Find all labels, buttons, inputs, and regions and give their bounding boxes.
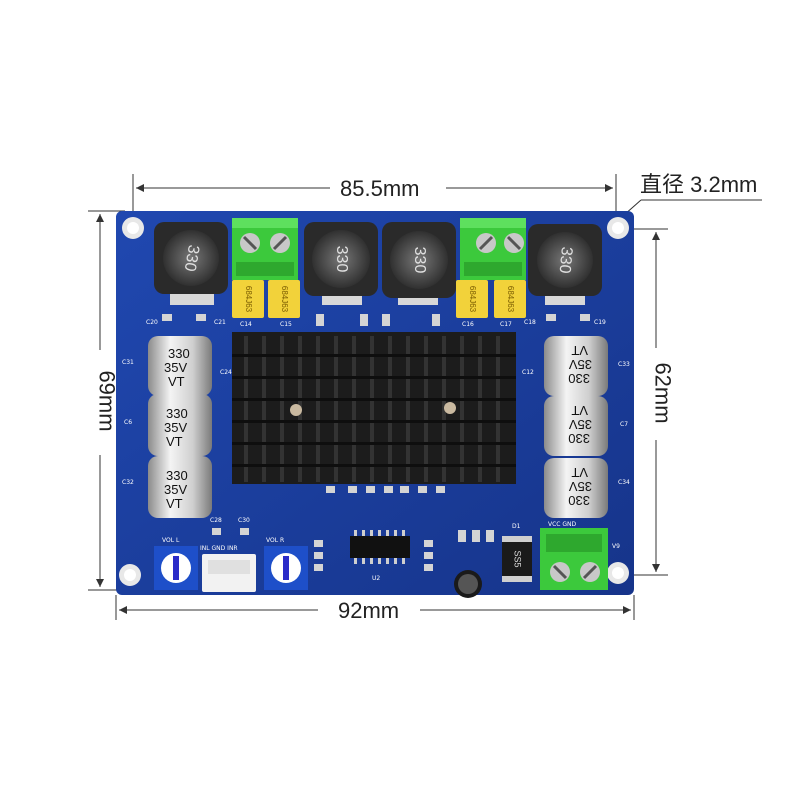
silk-c20: C20 [146,319,158,326]
silk-c15: C15 [280,321,292,328]
mounting-holes [119,217,629,586]
terminal-power: VCC GND V9 [540,521,620,590]
inductor-3: 330 [382,222,456,305]
film-cap-4-label: 684J63 [506,286,515,313]
cap-right-3-l1: 330 [568,493,590,508]
film-capacitors: 684J63 684J63 684J63 684J63 [232,280,526,318]
cap-right-1-l1: 330 [568,371,590,386]
silk-c14: C14 [240,321,252,328]
inductor-4: 330 [528,224,602,305]
cap-left-3-l2: 35V [164,482,187,497]
v9-label: V9 [612,543,620,550]
left-height-label: 69mm [94,370,120,432]
silk-c18: C18 [524,319,536,326]
silkscreen-labels: C20 C21 C14 C15 C31 C6 C32 C24 C28 C30 C… [122,319,630,524]
silk-c16: C16 [462,321,474,328]
right-height-label: 62mm [650,362,676,424]
vol-l-label: VOL L [162,537,180,544]
silk-c34: C34 [618,479,630,486]
smd-components-middle [212,486,494,571]
cap-left-1-l1: 330 [168,346,190,361]
cap-left-3-l3: VT [166,496,183,511]
diode: SS5 D1 [502,523,532,582]
cap-left-2-l2: 35V [164,420,187,435]
input-label: INL GND INR [200,545,238,552]
cap-right-1-l2: 35V [569,357,592,372]
electrolytic-caps-right: 330 35V VT 330 35V VT 330 35V VT [544,336,608,518]
inductor-4-label: 330 [556,246,575,274]
cap-left-2-l1: 330 [166,406,188,421]
cap-right-1-l3: VT [571,343,588,358]
diode-marking: SS5 [513,550,523,567]
small-capacitor [454,570,482,598]
dimension-arrows [96,184,660,614]
electrolytic-caps-left: 330 35V VT 330 35V VT 330 35V VT [148,336,212,518]
film-cap-2-label: 684J63 [280,286,289,313]
bottom-width-label: 92mm [338,598,400,623]
silk-c7: C7 [620,421,628,428]
smd-components-top [162,314,590,326]
silk-c19: C19 [594,319,606,326]
cap-left-1-l2: 35V [164,360,187,375]
silk-c21: C21 [214,319,226,326]
silk-c17: C17 [500,321,512,328]
cap-right-3-l3: VT [571,465,588,480]
silk-c32: C32 [122,479,134,486]
top-width-label: 85.5mm [340,176,420,201]
inductor-2-label: 330 [333,246,350,273]
silk-c30: C30 [238,517,250,524]
cap-right-2-l3: VT [571,403,588,418]
vcc-gnd-label: VCC GND [548,521,577,528]
hole-diameter-label: 直径 3.2mm [640,172,758,197]
silk-c6: C6 [124,419,132,426]
inductors: 330 330 330 330 [154,222,602,305]
volume-controls: VOL L VOL R INL GND INR [154,537,308,592]
heatsink [232,332,516,484]
cap-left-2-l3: VT [166,434,183,449]
diode-label: D1 [512,523,521,530]
terminal-top-right [460,218,526,280]
ic-chip: U2 [350,530,410,582]
inductor-3-label: 330 [411,247,428,274]
silk-c31: C31 [122,359,134,366]
silk-c12: C12 [522,369,534,376]
film-cap-3-label: 684J63 [468,286,477,313]
inductor-1-label: 330 [181,243,202,272]
silk-c24: C24 [220,369,232,376]
cap-right-2-l1: 330 [568,431,590,446]
cap-left-1-l3: VT [168,374,185,389]
terminal-top-left [232,218,298,280]
vol-r-label: VOL R [266,537,284,544]
cap-right-3-l2: 35V [569,479,592,494]
silk-c28: C28 [210,517,222,524]
cap-right-2-l2: 35V [569,417,592,432]
inductor-2: 330 [304,222,378,305]
silk-c33: C33 [618,361,630,368]
ic-label: U2 [372,575,380,582]
film-cap-1-label: 684J63 [244,286,253,313]
cap-left-3-l1: 330 [166,468,188,483]
inductor-1: 330 [154,222,228,305]
